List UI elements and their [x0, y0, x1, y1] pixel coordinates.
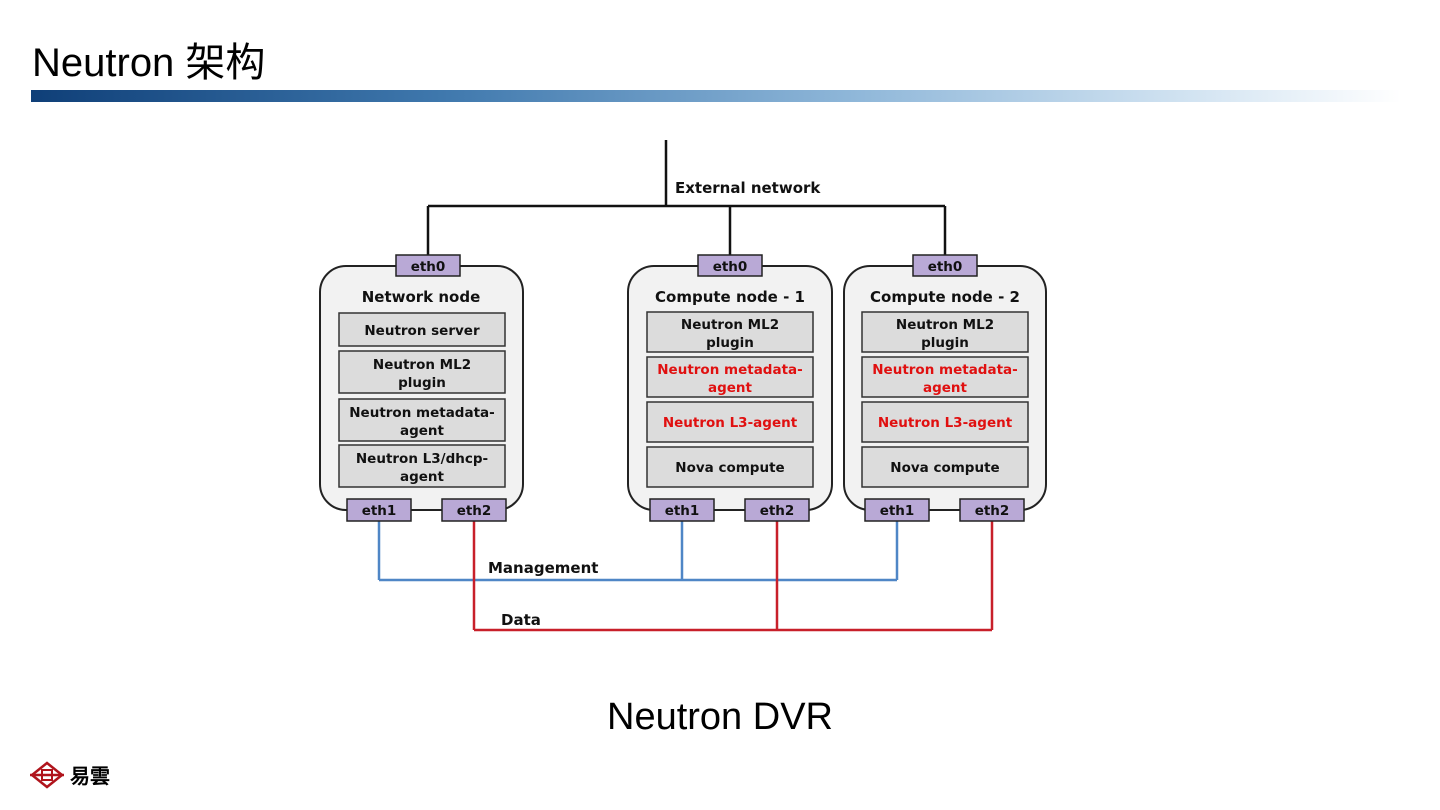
component-label-red: agent — [708, 380, 753, 396]
component-label: agent — [400, 423, 445, 439]
component-label: Neutron ML2 — [373, 357, 471, 373]
compute-node-2: Compute node - 2 Neutron ML2 plugin Neut… — [843, 254, 1047, 522]
external-network-label: External network — [675, 179, 821, 197]
component-label: agent — [400, 469, 445, 485]
eth0-port — [395, 254, 461, 277]
eth1-port — [649, 498, 715, 522]
eth2-port — [744, 498, 810, 522]
port-label: eth1 — [362, 503, 397, 519]
port-label: eth1 — [665, 503, 700, 519]
external-network-links — [426, 140, 947, 256]
port-label: eth2 — [975, 503, 1010, 519]
management-network-links — [377, 521, 899, 582]
eth2-port — [959, 498, 1025, 522]
component-label: Neutron L3/dhcp- — [356, 451, 488, 467]
company-logo: 易雲 — [30, 760, 110, 789]
component-label: plugin — [921, 335, 969, 351]
title-underline-bar — [31, 90, 1401, 102]
component-label-red: Neutron L3-agent — [663, 415, 798, 431]
port-label: eth1 — [880, 503, 915, 519]
eth2-port — [441, 498, 507, 522]
port-label: eth2 — [760, 503, 795, 519]
slide-caption: Neutron DVR — [607, 696, 833, 738]
component-label: plugin — [398, 375, 446, 391]
node-title: Compute node - 2 — [870, 288, 1020, 306]
port-label: eth0 — [928, 259, 963, 275]
slide-title: Neutron 架构 — [32, 41, 266, 85]
component-label: Neutron metadata- — [349, 405, 495, 421]
component-label: Neutron ML2 — [681, 317, 779, 333]
network-node: Network node Neutron server Neutron ML2 … — [319, 254, 524, 522]
eth1-port — [346, 498, 412, 522]
eth0-port — [697, 254, 763, 277]
logo-text: 易雲 — [70, 764, 110, 788]
port-label: eth0 — [713, 259, 748, 275]
compute-node-1: Compute node - 1 Neutron ML2 plugin Neut… — [627, 254, 833, 522]
component-label-red: agent — [923, 380, 968, 396]
port-label: eth2 — [457, 503, 492, 519]
logo-diamond-icon — [30, 760, 64, 789]
port-label: eth0 — [411, 259, 446, 275]
component-label: plugin — [706, 335, 754, 351]
data-label: Data — [501, 611, 541, 629]
component-label: Neutron ML2 — [896, 317, 994, 333]
component-label: Neutron server — [364, 323, 480, 339]
eth1-port — [864, 498, 930, 522]
component-label-red: Neutron L3-agent — [878, 415, 1013, 431]
data-network-links — [472, 521, 994, 632]
component-label-red: Neutron metadata- — [657, 362, 803, 378]
component-label: Nova compute — [890, 460, 999, 476]
node-title: Compute node - 1 — [655, 288, 805, 306]
eth0-port — [912, 254, 978, 277]
component-label: Nova compute — [675, 460, 784, 476]
management-label: Management — [488, 559, 598, 577]
node-title: Network node — [362, 288, 481, 306]
component-label-red: Neutron metadata- — [872, 362, 1018, 378]
